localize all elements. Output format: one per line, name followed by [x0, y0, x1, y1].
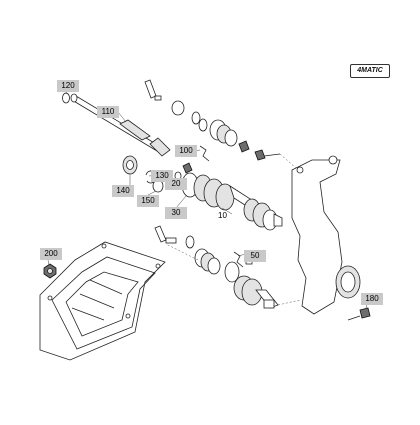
callout-150[interactable]: 150: [137, 195, 159, 207]
4matic-logo: 4MATIC: [350, 64, 390, 78]
clamp-pin-lower[interactable]: [154, 225, 167, 243]
nut[interactable]: [238, 140, 250, 153]
leader-line: [175, 195, 187, 209]
snap-ring[interactable]: [62, 92, 70, 104]
bolt-lower[interactable]: [165, 237, 177, 244]
callout-30[interactable]: 30: [165, 207, 187, 219]
leader-line: [117, 111, 127, 123]
alignment-line: [277, 299, 301, 306]
axle-boot-lower[interactable]: [194, 248, 221, 275]
leader-line: [147, 190, 157, 196]
steering-knuckle[interactable]: [291, 155, 361, 315]
alignment-line: [165, 243, 199, 261]
intermediate-shaft[interactable]: [70, 93, 171, 157]
bolt[interactable]: [154, 95, 162, 101]
callout-180[interactable]: 180: [361, 293, 383, 305]
retaining-ring[interactable]: [198, 118, 208, 132]
circlip[interactable]: [191, 111, 201, 125]
drive-shaft-assembly[interactable]: [181, 172, 283, 231]
callout-100[interactable]: 100: [175, 145, 197, 157]
oil-pan[interactable]: [39, 241, 166, 361]
retaining-clip[interactable]: [199, 145, 210, 162]
clamp-pin[interactable]: [144, 79, 157, 99]
outer-cv-joint[interactable]: [233, 275, 279, 309]
callout-10[interactable]: 10: [218, 211, 227, 220]
hex-nut[interactable]: [182, 162, 193, 174]
callout-110[interactable]: 110: [97, 106, 119, 118]
seal-ring[interactable]: [171, 100, 185, 116]
callout-50[interactable]: 50: [244, 250, 266, 262]
seal-lower[interactable]: [185, 235, 195, 249]
drain-plug-nut[interactable]: [43, 263, 57, 279]
retaining-clip-lower[interactable]: [233, 251, 244, 268]
leader-line: [221, 207, 233, 215]
boot-clamp[interactable]: [224, 261, 240, 283]
callout-200[interactable]: 200: [40, 248, 62, 260]
support-bearing[interactable]: [122, 155, 138, 175]
callout-120[interactable]: 120: [57, 80, 79, 92]
axle-boot-upper[interactable]: [209, 119, 238, 147]
axle-bolt[interactable]: [254, 149, 281, 161]
callout-20[interactable]: 20: [165, 178, 187, 190]
alignment-line: [279, 153, 297, 169]
leader-line: [47, 259, 50, 266]
callout-140[interactable]: 140: [112, 185, 134, 197]
knuckle-bolt[interactable]: [347, 307, 371, 321]
